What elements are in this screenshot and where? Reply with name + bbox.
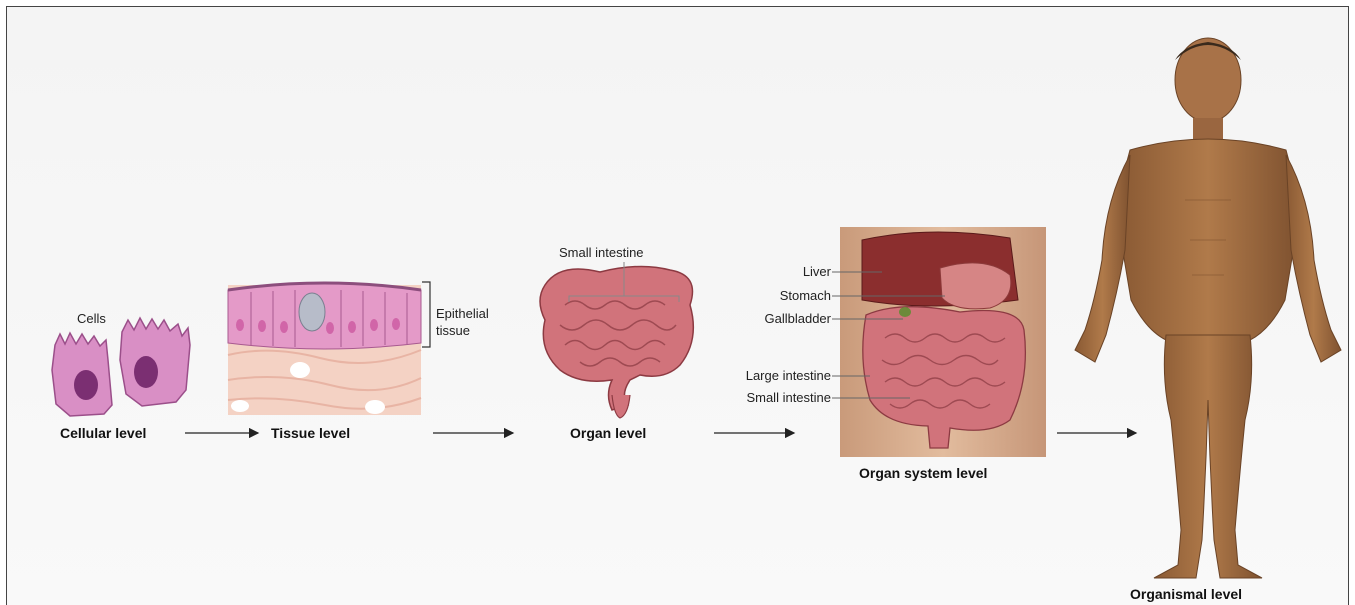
organ-illustration [540, 262, 693, 418]
epithelial-tissue-label: Epithelial tissue [436, 305, 489, 339]
cells-label: Cells [77, 311, 106, 326]
organ-level-label: Organ level [570, 425, 646, 441]
tissue-level-label: Tissue level [271, 425, 350, 441]
organism-illustration [1075, 38, 1341, 578]
stomach-callout: Stomach [780, 288, 831, 303]
small-intestine-callout: Small intestine [746, 390, 831, 405]
epithelial-label-line2: tissue [436, 322, 489, 339]
organ-system-illustration [832, 227, 1046, 457]
cellular-level-label: Cellular level [60, 425, 146, 441]
tissue-illustration [228, 282, 430, 415]
organ-small-intestine-label: Small intestine [559, 245, 644, 260]
organ-system-level-label: Organ system level [859, 465, 987, 481]
cells-illustration [52, 318, 190, 416]
organismal-level-label: Organismal level [1130, 586, 1242, 602]
liver-callout: Liver [803, 264, 831, 279]
gallbladder-callout: Gallbladder [765, 311, 832, 326]
epithelial-label-line1: Epithelial [436, 305, 489, 322]
large-intestine-callout: Large intestine [746, 368, 831, 383]
